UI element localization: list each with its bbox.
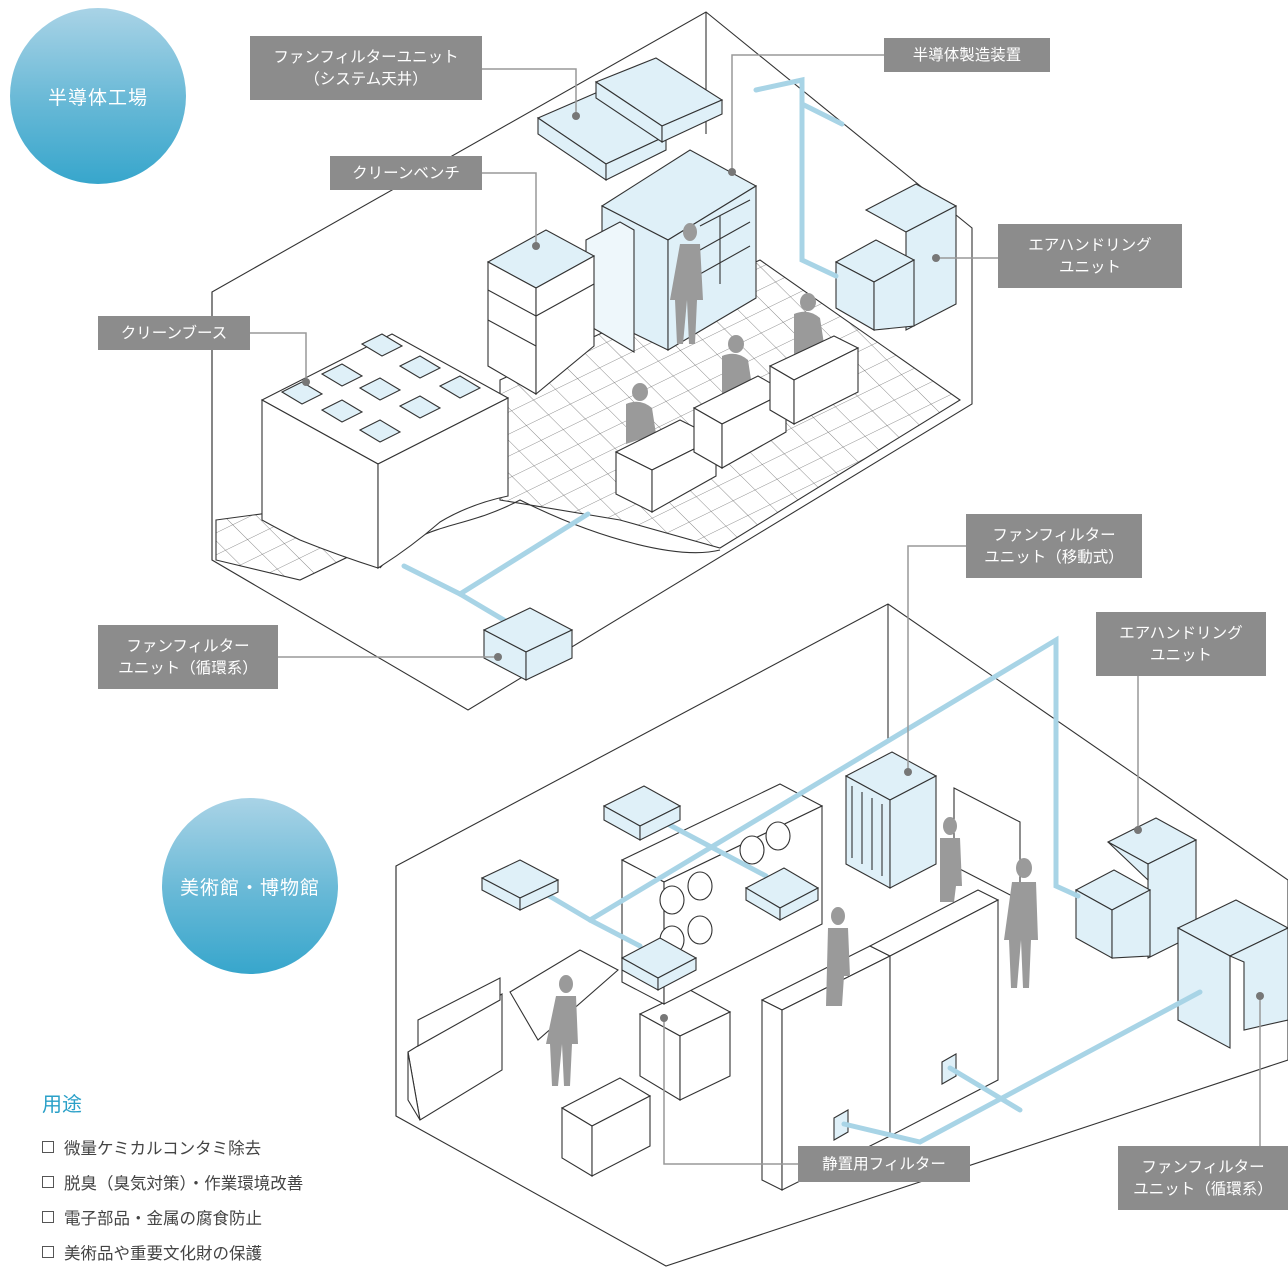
label-ffu-circulation-top-line1: ファンフィルター — [126, 637, 250, 655]
label-ffu-circulation-bottom-line1: ファンフィルター — [1141, 1158, 1265, 1176]
checkbox-icon — [42, 1140, 54, 1153]
label-ffu-mobile-line1: ファンフィルター — [992, 526, 1116, 544]
leader-lines — [250, 54, 1261, 1165]
checkbox-icon — [42, 1210, 54, 1223]
display-cases — [407, 949, 732, 1177]
label-ahu-top-line1: エアハンドリング — [1028, 236, 1152, 254]
section-museum: 美術館・博物館 — [162, 798, 338, 974]
label-ahu-top: エアハンドリング ユニット — [998, 224, 1182, 288]
work-tables — [614, 335, 860, 513]
label-clean-booth-text: クリーンブース — [120, 324, 228, 342]
checkbox-icon — [42, 1245, 54, 1258]
factory-room — [211, 11, 973, 711]
label-ffu-ceiling-line1: ファンフィルターユニット — [273, 48, 459, 66]
label-ffu-ceiling-line2: （システム天井） — [304, 70, 428, 88]
label-ffu-circulation-top: ファンフィルター ユニット（循環系） — [98, 625, 278, 689]
usage-item-text: 美術品や重要文化財の保護 — [64, 1243, 262, 1263]
usage-heading: 用途 — [42, 1092, 82, 1116]
label-clean-bench-text: クリーンベンチ — [352, 164, 460, 182]
usage-item: 微量ケミカルコンタミ除去 — [42, 1129, 303, 1164]
static-filters — [480, 785, 820, 991]
label-ahu-top-line2: ユニット — [1058, 258, 1121, 276]
ffu-mobile — [844, 751, 938, 889]
section-factory: 半導体工場 — [10, 8, 186, 184]
clean-bench — [486, 229, 596, 396]
label-static-filter-text: 静置用フィルター — [822, 1155, 946, 1173]
clean-booth — [260, 333, 510, 569]
usage-item-text: 脱臭（臭気対策）・作業環境改善 — [64, 1173, 304, 1193]
museum-room — [395, 603, 1288, 1267]
label-ffu-mobile-line2: ユニット（移動式） — [984, 548, 1124, 566]
label-ffu-mobile: ファンフィルター ユニット（移動式） — [966, 514, 1142, 578]
usage-section: 用途 微量ケミカルコンタミ除去 脱臭（臭気対策）・作業環境改善 電子部品・金属の… — [42, 1088, 303, 1269]
ffu-circulation-bottom — [1176, 899, 1288, 1049]
ahu-top — [834, 183, 958, 331]
label-ahu-bottom-line1: エアハンドリング — [1119, 624, 1243, 642]
usage-list: 微量ケミカルコンタミ除去 脱臭（臭気対策）・作業環境改善 電子部品・金属の腐食防… — [42, 1129, 303, 1269]
label-ffu-circulation-bottom-line2: ユニット（循環系） — [1133, 1180, 1273, 1198]
label-static-filter: 静置用フィルター — [798, 1146, 970, 1182]
label-semi-equipment-text: 半導体製造装置 — [912, 46, 1022, 64]
label-ahu-bottom: エアハンドリング ユニット — [1096, 612, 1266, 676]
label-clean-booth: クリーンブース — [98, 316, 250, 350]
ffu-circulation-top — [482, 607, 574, 681]
usage-item: 電子部品・金属の腐食防止 — [42, 1199, 303, 1234]
usage-item: 美術品や重要文化財の保護 — [42, 1234, 303, 1269]
label-ahu-bottom-line2: ユニット — [1149, 646, 1212, 664]
label-ffu-circulation-top-line2: ユニット（循環系） — [118, 659, 258, 677]
label-ffu-circulation-bottom: ファンフィルター ユニット（循環系） — [1118, 1146, 1288, 1210]
label-ffu-ceiling: ファンフィルターユニット （システム天井） — [250, 36, 482, 100]
visitors — [546, 817, 1038, 1086]
ceiling-ffu — [536, 57, 724, 182]
partitions — [760, 787, 1021, 1191]
usage-item-text: 微量ケミカルコンタミ除去 — [64, 1138, 262, 1158]
label-clean-bench: クリーンベンチ — [330, 156, 482, 190]
usage-item: 脱臭（臭気対策）・作業環境改善 — [42, 1164, 303, 1199]
label-semi-equipment: 半導体製造装置 — [884, 38, 1050, 72]
checkbox-icon — [42, 1175, 54, 1188]
museum-ducts — [543, 635, 1203, 1145]
usage-item-text: 電子部品・金属の腐食防止 — [64, 1208, 262, 1228]
